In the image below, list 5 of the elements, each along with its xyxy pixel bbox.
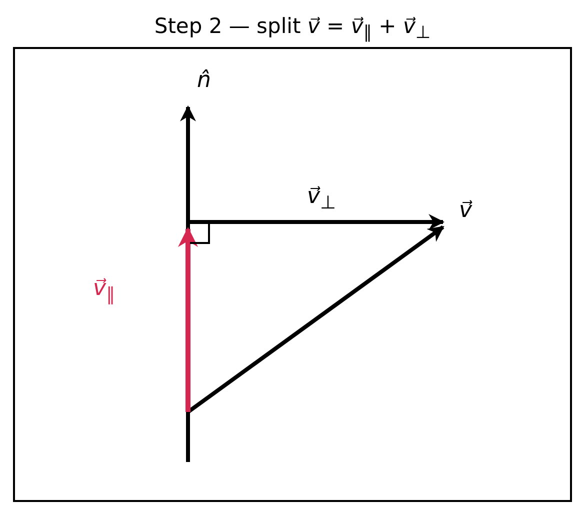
chart-title: Step 2 — split v⃗ = v⃗$_{∥}$ + v⃗$_{⊥}$ [153,16,432,43]
vector-label: v⃗ [459,200,472,222]
axis-label: n̂ [197,70,211,92]
vector-label: v⃗$_{∥}$ [93,278,116,305]
vector-label: v⃗$_{⊥}$ [307,186,336,213]
